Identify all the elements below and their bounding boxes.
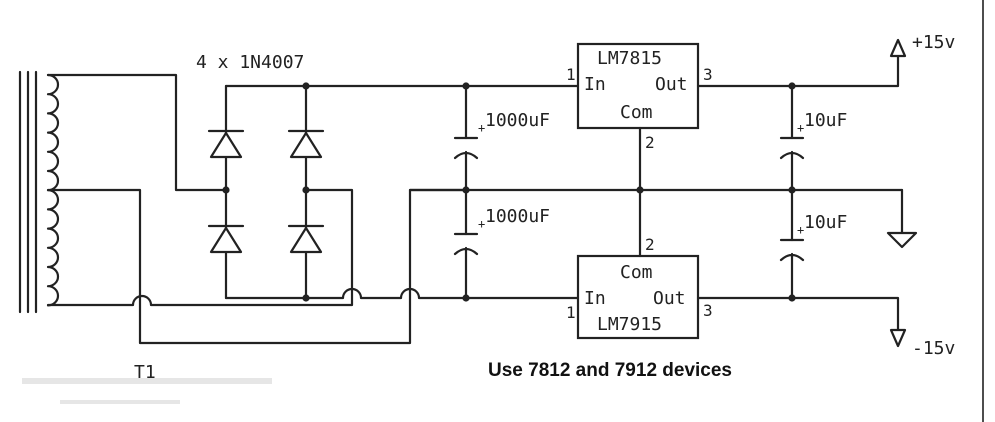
center-tap-lead [46,188,468,345]
capacitor-c4 [779,188,805,300]
ground-symbol [886,231,918,249]
regulator-neg-out: Out [653,288,686,309]
capacitor-c2 [453,188,479,300]
regulator-neg-name: LM7915 [597,314,662,335]
cap-label-c3: 10uF [804,110,847,131]
cap-polarity-plus: + [478,217,485,231]
junction-dot [222,186,230,194]
scan-artifact [22,378,272,384]
diode-d3 [209,226,243,254]
cap-polarity-plus: + [478,121,485,135]
cap-label-c1: 1000uF [485,110,550,131]
regulator-pos-pin-com: 2 [645,133,655,152]
diode-d1 [209,131,243,159]
regulator-lm7815 [576,42,700,130]
regulator-pos-in: In [584,74,606,95]
bridge-label: 4 x 1N4007 [196,52,304,73]
scan-artifact [60,400,180,404]
bridge-rectifier [207,82,325,302]
regulator-neg-com: Com [620,262,653,283]
cap-polarity-plus: + [797,121,804,135]
regulator-neg-pin-com: 2 [645,235,655,254]
positive-output-arrow [889,38,907,58]
device-note: Use 7812 and 7912 devices [488,360,732,381]
diode-d2 [289,131,323,159]
regulator-neg-in: In [584,288,606,309]
capacitor-c3 [779,84,805,192]
output-negative-label: -15v [912,338,955,359]
negative-output-arrow [889,328,907,348]
junction-dot [302,186,310,194]
regulator-neg-pin-in: 1 [566,303,576,322]
regulator-pos-com: Com [620,102,653,123]
diode-d4 [289,226,323,254]
secondary-bottom-lead [46,188,354,307]
transformer-t1 [18,70,60,314]
cap-label-c2: 1000uF [485,206,550,227]
cap-label-c4: 10uF [804,212,847,233]
negative-output-rail [696,296,900,332]
capacitor-c1 [453,84,479,192]
regulator-pos-name: LM7815 [597,48,662,69]
regulator-neg-pin-out: 3 [703,301,713,320]
positive-output-rail [696,54,900,88]
output-positive-label: +15v [912,32,955,53]
transformer-label: T1 [134,362,156,383]
regulator-pos-out: Out [655,74,688,95]
negative-input-rail [224,287,580,300]
regulator-lm7915 [576,254,700,340]
cap-polarity-plus: + [797,223,804,237]
regulator-pos-pin-out: 3 [703,65,713,84]
regulator-pos-pin-in: 1 [566,65,576,84]
secondary-top-lead [46,73,228,192]
